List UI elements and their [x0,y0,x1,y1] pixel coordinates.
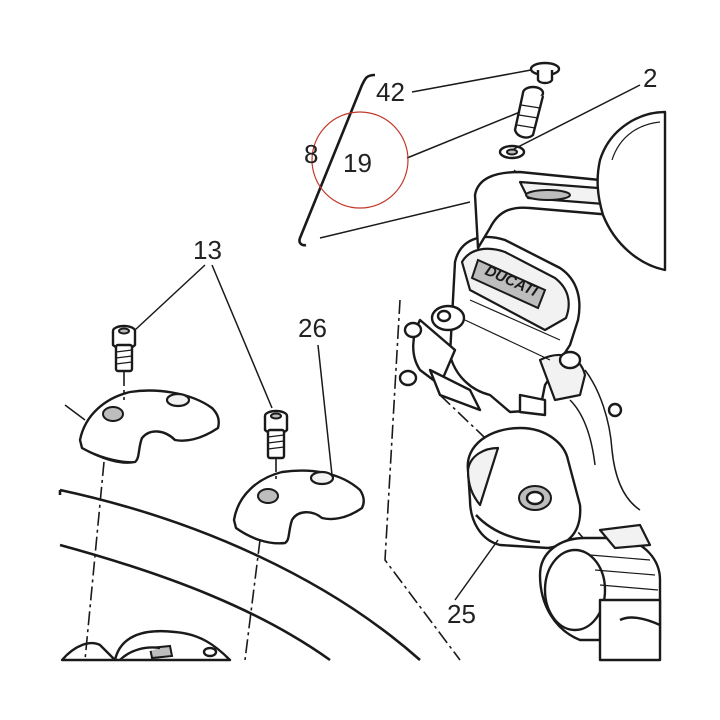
master-cylinder: DUCATI [398,235,587,417]
pin-19 [513,85,545,139]
label-19: 19 [343,148,372,178]
brake-lever [473,170,614,250]
clamp-left [78,389,220,464]
kit-bracket-8 [298,73,376,247]
handlebar-outline [58,404,421,662]
leader-lines [134,69,641,601]
label-2: 2 [643,63,657,93]
bolt-13-right [263,409,289,460]
clamp-right [232,469,365,545]
mirror [596,110,667,272]
label-26: 26 [298,313,327,343]
bolt-13-left [111,324,137,373]
washer-2 [498,144,526,160]
handlebar-right [569,369,641,511]
label-13: 13 [193,235,222,265]
switch-housing-25 [466,426,582,550]
cap-42 [529,61,561,85]
throttle-grip [538,523,662,662]
label-25: 25 [447,599,476,629]
highlight-circle [311,111,409,209]
riser-base [60,629,232,662]
label-8: 8 [304,139,318,169]
label-42: 42 [376,77,405,107]
